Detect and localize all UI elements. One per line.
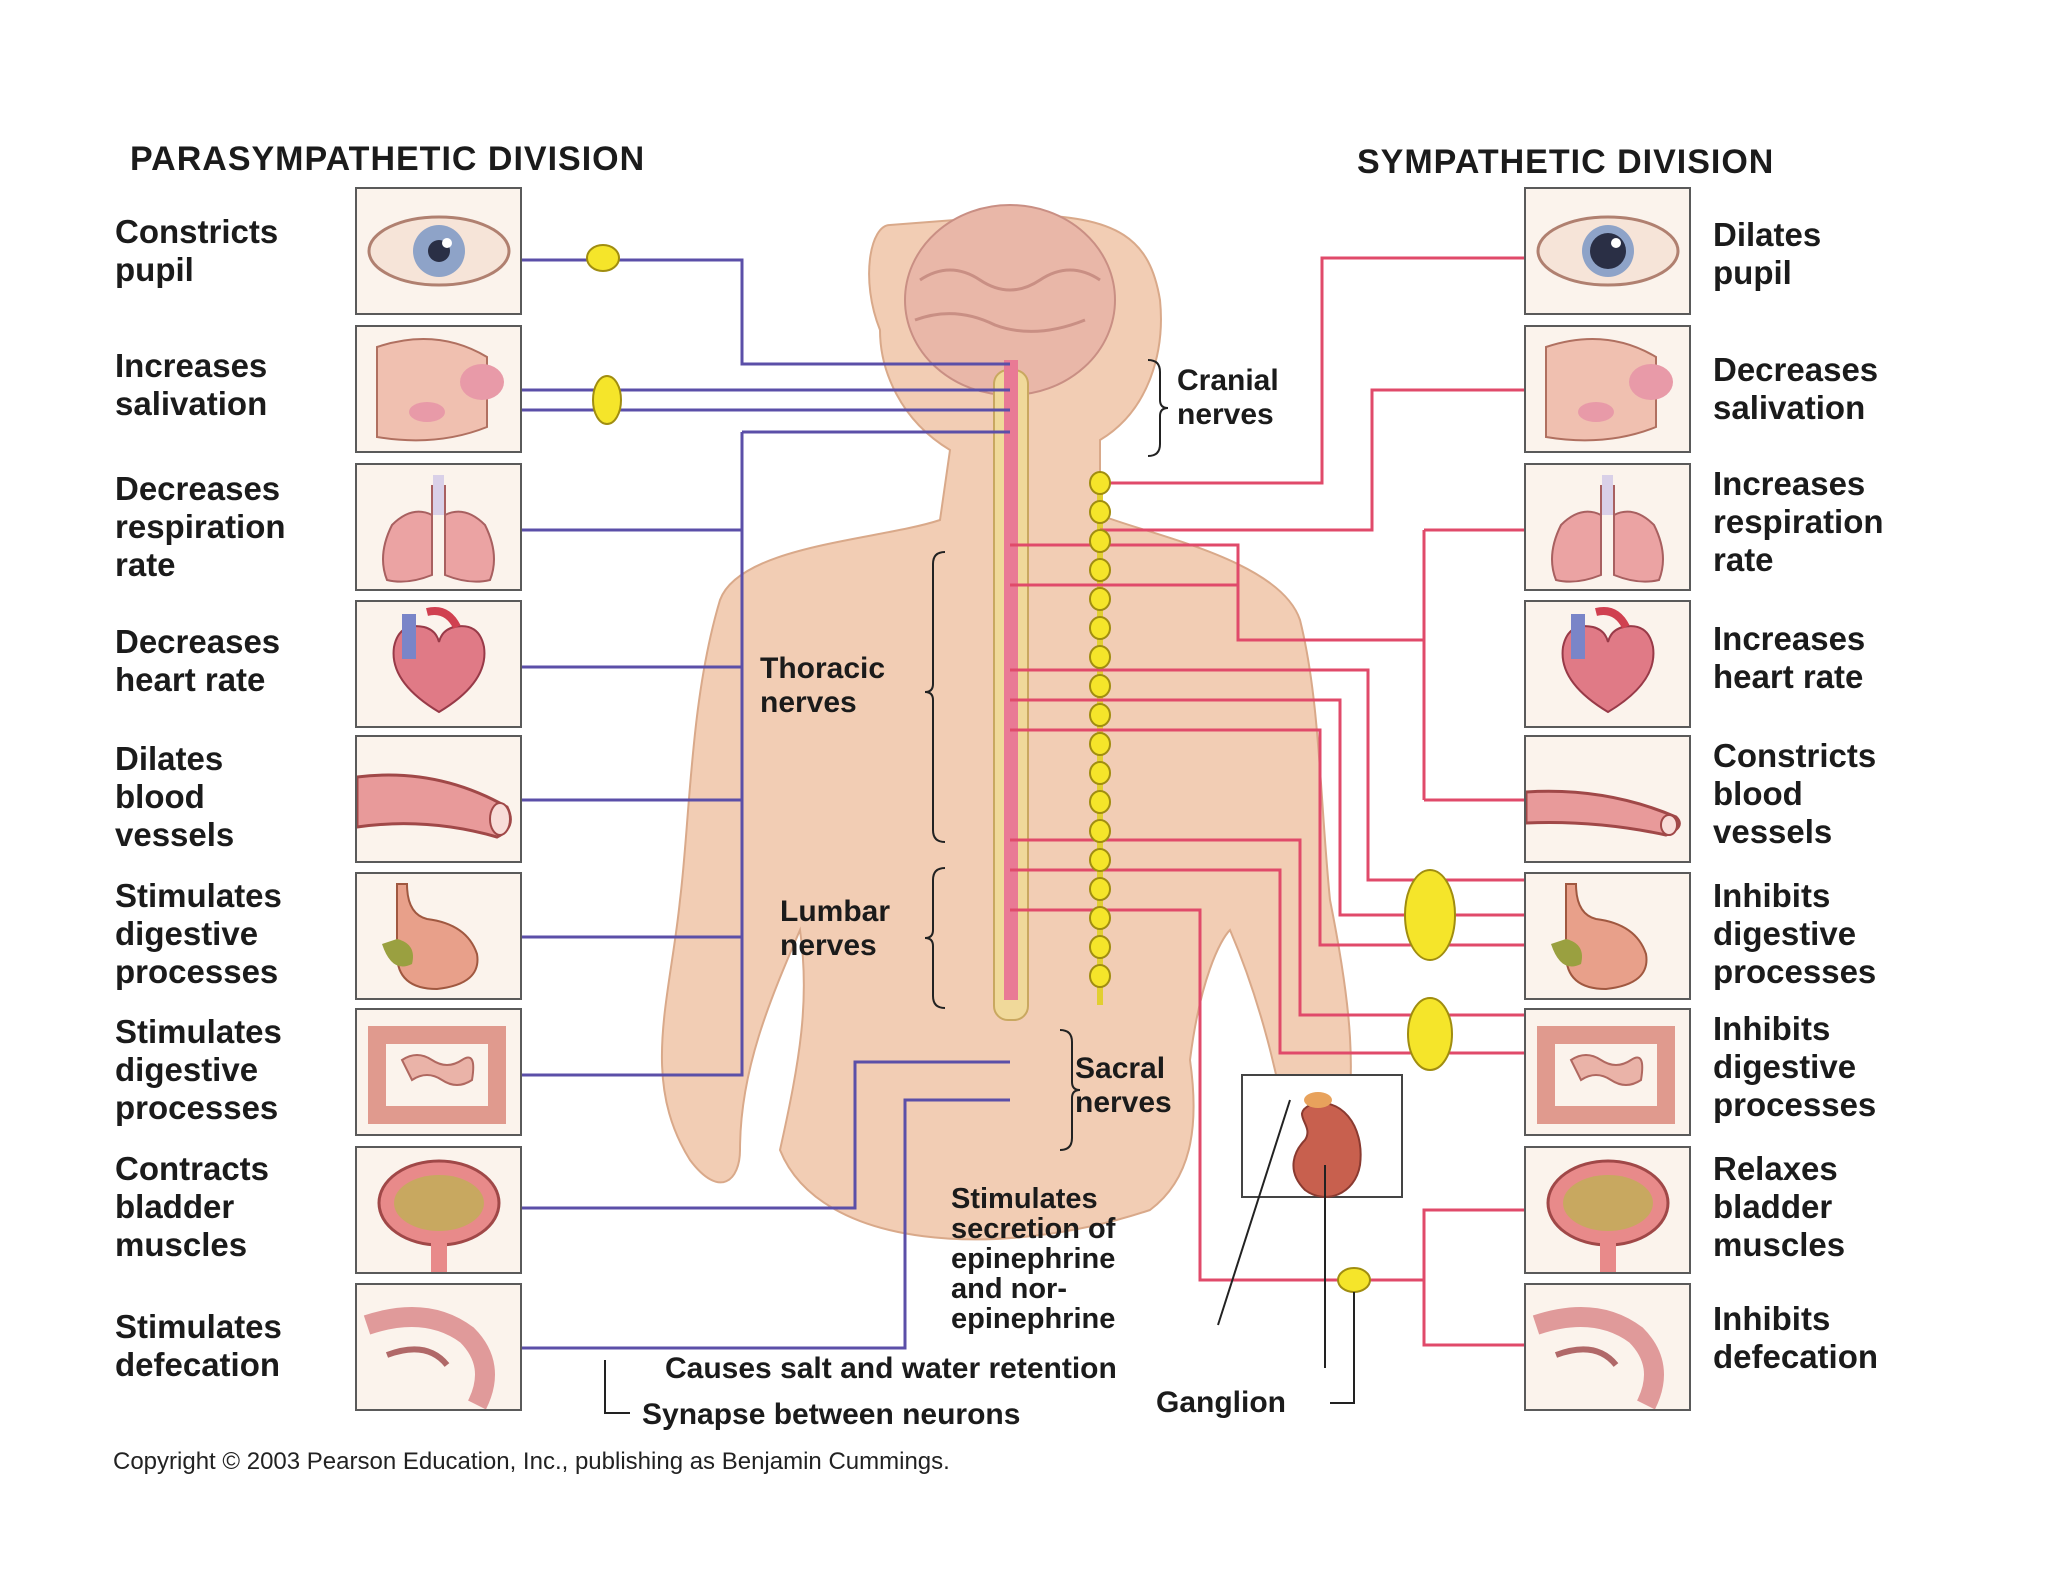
- nerve-brackets: [924, 359, 1169, 1151]
- heart-icon: [1561, 625, 1655, 714]
- cranial-nerves-label: Cranial nerves: [1177, 364, 1279, 431]
- left-panel-salivary: [355, 325, 522, 453]
- lungs-icon: [1551, 485, 1602, 583]
- right-effect-bladder: Relaxes bladder muscles: [1713, 1150, 1846, 1263]
- chain-ganglion: [1089, 790, 1111, 814]
- salt-water-annotation: Causes salt and water retention: [665, 1352, 1117, 1385]
- left-panel-rectum: [355, 1283, 522, 1411]
- salivary-glands-icon: [1545, 338, 1657, 442]
- right-effect-heart: Increases heart rate: [1713, 620, 1866, 695]
- right-panel-salivary: [1524, 325, 1691, 453]
- left-panel-eye: [355, 187, 522, 315]
- heart-icon: [392, 625, 486, 714]
- left-panel-heart: [355, 600, 522, 728]
- right-panel-intestines: [1524, 1008, 1691, 1136]
- right-panel-bladder: [1524, 1146, 1691, 1274]
- right-effect-intestines: Inhibits digestive processes: [1713, 1010, 1877, 1123]
- left-effect-stomach: Stimulates digestive processes: [115, 877, 282, 990]
- left-effect-vessel: Dilates blood vessels: [115, 740, 235, 853]
- chain-ganglion: [1089, 935, 1111, 959]
- chain-ganglion: [1089, 732, 1111, 756]
- left-panel-intestines: [355, 1008, 522, 1136]
- chain-ganglion: [1089, 674, 1111, 698]
- chain-ganglion: [1089, 558, 1111, 582]
- right-panel-lungs: [1524, 463, 1691, 591]
- thoracic-nerves-label: Thoracic nerves: [760, 652, 886, 719]
- parasympathetic-heading: PARASYMPATHETIC DIVISION: [130, 140, 646, 178]
- synapse-annotation: Synapse between neurons: [642, 1398, 1021, 1431]
- left-panel-stomach: [355, 872, 522, 1000]
- stomach-icon: [396, 883, 479, 991]
- blood-vessel-icon: [357, 773, 512, 839]
- chain-ganglion: [1089, 471, 1111, 495]
- sacral-nerves-label: Sacral nerves: [1075, 1052, 1172, 1119]
- sympathetic-chain-ganglia: [1089, 471, 1111, 988]
- chain-ganglion: [1089, 529, 1111, 553]
- chain-ganglion: [1089, 587, 1111, 611]
- rectum-icon: [363, 1307, 495, 1409]
- rectum-icon: [1532, 1307, 1664, 1409]
- right-panel-eye: [1524, 187, 1691, 315]
- chain-ganglion: [1089, 819, 1111, 843]
- right-panel-rectum: [1524, 1283, 1691, 1411]
- left-effect-salivary: Increases salivation: [115, 347, 268, 422]
- salivary-glands-icon: [376, 338, 488, 442]
- chain-ganglion: [1089, 848, 1111, 872]
- left-panel-lungs: [355, 463, 522, 591]
- right-effect-lungs: Increases respiration rate: [1713, 465, 1884, 578]
- right-effect-salivary: Decreases salivation: [1713, 351, 1879, 426]
- chain-ganglion: [1089, 703, 1111, 727]
- left-effect-lungs: Decreases respiration rate: [115, 470, 286, 583]
- intestines-icon: [1537, 1026, 1675, 1124]
- chain-ganglion: [1089, 616, 1111, 640]
- lungs-icon: [382, 485, 433, 583]
- ganglion-annotation: Ganglion: [1156, 1386, 1286, 1419]
- chain-ganglion: [1089, 877, 1111, 901]
- chain-ganglion: [1089, 645, 1111, 669]
- left-effect-eye: Constricts pupil: [115, 213, 279, 288]
- left-effect-bladder: Contracts bladder muscles: [115, 1150, 270, 1263]
- left-effect-rectum: Stimulates defecation: [115, 1308, 282, 1383]
- intestines-icon: [368, 1026, 506, 1124]
- stomach-icon: [1565, 883, 1648, 991]
- blood-vessel-icon: [1526, 789, 1681, 837]
- left-panel-bladder: [355, 1146, 522, 1274]
- right-panel-heart: [1524, 600, 1691, 728]
- adrenal-annotation: Stimulates secretion of epinephrine and …: [951, 1183, 1116, 1335]
- right-effect-eye: Dilates pupil: [1713, 216, 1822, 291]
- right-effect-vessel: Constricts blood vessels: [1713, 737, 1877, 850]
- chain-ganglion: [1089, 964, 1111, 988]
- right-effect-stomach: Inhibits digestive processes: [1713, 877, 1877, 990]
- copyright: Copyright © 2003 Pearson Education, Inc.…: [113, 1448, 950, 1475]
- left-effect-intestines: Stimulates digestive processes: [115, 1013, 282, 1126]
- chain-ganglion: [1089, 761, 1111, 785]
- left-effect-heart: Decreases heart rate: [115, 623, 281, 698]
- ganglia: [586, 244, 1456, 1293]
- sympathetic-heading: SYMPATHETIC DIVISION: [1357, 143, 1775, 181]
- adrenal-gland-inset: [604, 1074, 1403, 1414]
- right-panel-vessel: [1524, 735, 1691, 863]
- right-effect-rectum: Inhibits defecation: [1713, 1300, 1879, 1375]
- chain-ganglion: [1089, 500, 1111, 524]
- chain-ganglion: [1089, 906, 1111, 930]
- left-panel-vessel: [355, 735, 522, 863]
- right-panel-stomach: [1524, 872, 1691, 1000]
- lumbar-nerves-label: Lumbar nerves: [780, 895, 891, 962]
